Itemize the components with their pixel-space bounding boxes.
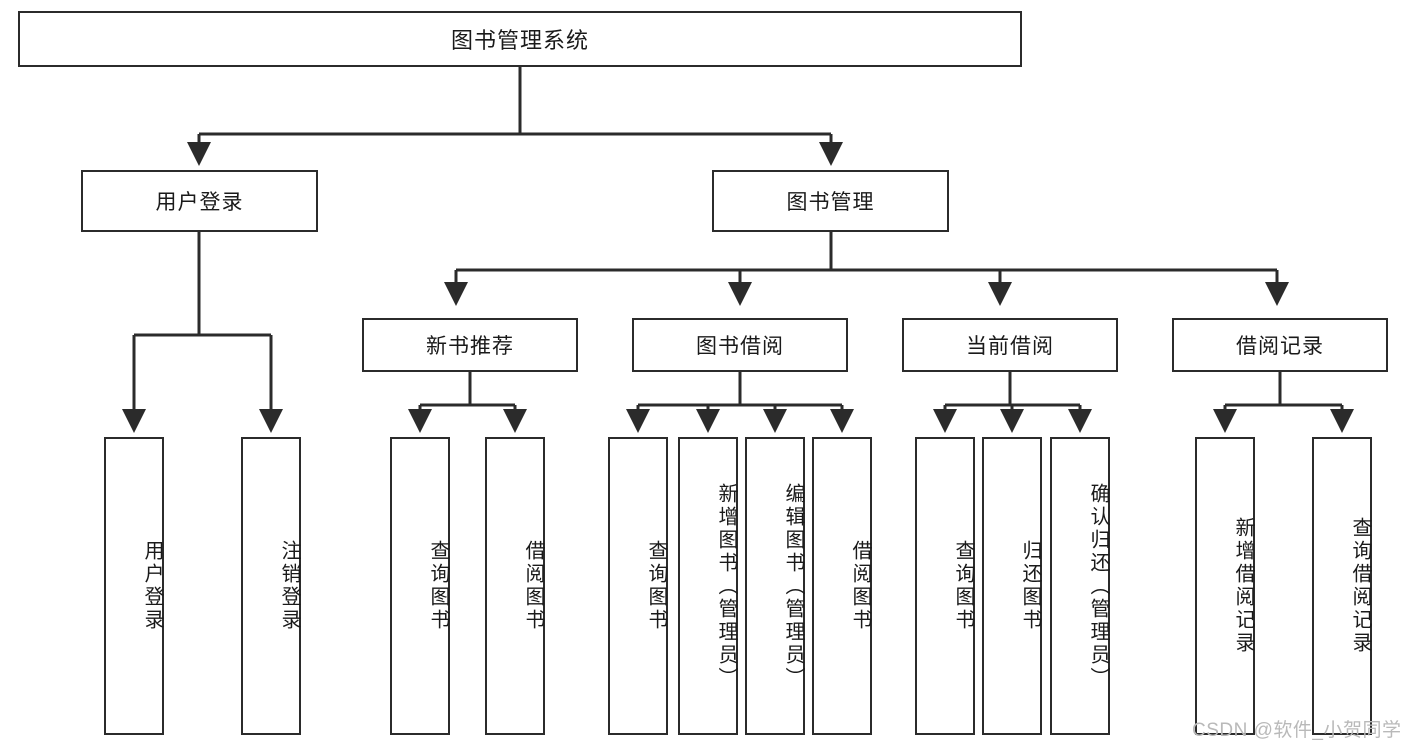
leaf-add-record-label: 新增借阅记录 bbox=[1232, 517, 1254, 655]
leaf-confirm-return[interactable]: 确认归还（管理员） bbox=[1050, 437, 1110, 735]
leaf-borrow-book-2-label: 借阅图书 bbox=[849, 540, 871, 632]
node-current-borrow[interactable]: 当前借阅 bbox=[902, 318, 1118, 372]
watermark: CSDN @软件_小贺同学 bbox=[1192, 720, 1402, 741]
node-new-book-recommend-label: 新书推荐 bbox=[426, 335, 514, 358]
node-book-borrow-label: 图书借阅 bbox=[696, 335, 784, 358]
leaf-borrow-book-2[interactable]: 借阅图书 bbox=[812, 437, 872, 735]
leaf-edit-book-label: 编辑图书（管理员） bbox=[782, 482, 804, 690]
leaf-query-book-3-label: 查询图书 bbox=[952, 540, 974, 632]
leaf-query-book-2[interactable]: 查询图书 bbox=[608, 437, 668, 735]
node-current-borrow-label: 当前借阅 bbox=[966, 335, 1054, 358]
leaf-logout-label: 注销登录 bbox=[278, 540, 300, 632]
leaf-query-book-3[interactable]: 查询图书 bbox=[915, 437, 975, 735]
leaf-borrow-book-1-label: 借阅图书 bbox=[522, 540, 544, 632]
node-user-login[interactable]: 用户登录 bbox=[81, 170, 318, 232]
node-book-manage-label: 图书管理 bbox=[786, 191, 875, 214]
leaf-borrow-book-1[interactable]: 借阅图书 bbox=[485, 437, 545, 735]
node-root[interactable]: 图书管理系统 bbox=[18, 11, 1022, 67]
leaf-query-book-2-label: 查询图书 bbox=[645, 540, 667, 632]
leaf-confirm-return-label: 确认归还（管理员） bbox=[1087, 482, 1109, 690]
node-borrow-record-label: 借阅记录 bbox=[1236, 335, 1324, 358]
leaf-query-record[interactable]: 查询借阅记录 bbox=[1312, 437, 1372, 735]
node-book-borrow[interactable]: 图书借阅 bbox=[632, 318, 848, 372]
leaf-logout[interactable]: 注销登录 bbox=[241, 437, 301, 735]
node-root-label: 图书管理系统 bbox=[450, 28, 589, 53]
leaf-edit-book[interactable]: 编辑图书（管理员） bbox=[745, 437, 805, 735]
leaf-user-login-label: 用户登录 bbox=[141, 540, 163, 632]
node-book-manage[interactable]: 图书管理 bbox=[712, 170, 949, 232]
leaf-user-login[interactable]: 用户登录 bbox=[104, 437, 164, 735]
leaf-add-record[interactable]: 新增借阅记录 bbox=[1195, 437, 1255, 735]
leaf-query-book-1-label: 查询图书 bbox=[427, 540, 449, 632]
leaf-add-book-label: 新增图书（管理员） bbox=[715, 482, 737, 690]
node-user-login-label: 用户登录 bbox=[155, 191, 244, 214]
leaf-query-record-label: 查询借阅记录 bbox=[1349, 517, 1371, 655]
leaf-return-book[interactable]: 归还图书 bbox=[982, 437, 1042, 735]
leaf-query-book-1[interactable]: 查询图书 bbox=[390, 437, 450, 735]
leaf-return-book-label: 归还图书 bbox=[1019, 540, 1041, 632]
node-borrow-record[interactable]: 借阅记录 bbox=[1172, 318, 1388, 372]
leaf-add-book[interactable]: 新增图书（管理员） bbox=[678, 437, 738, 735]
node-new-book-recommend[interactable]: 新书推荐 bbox=[362, 318, 578, 372]
